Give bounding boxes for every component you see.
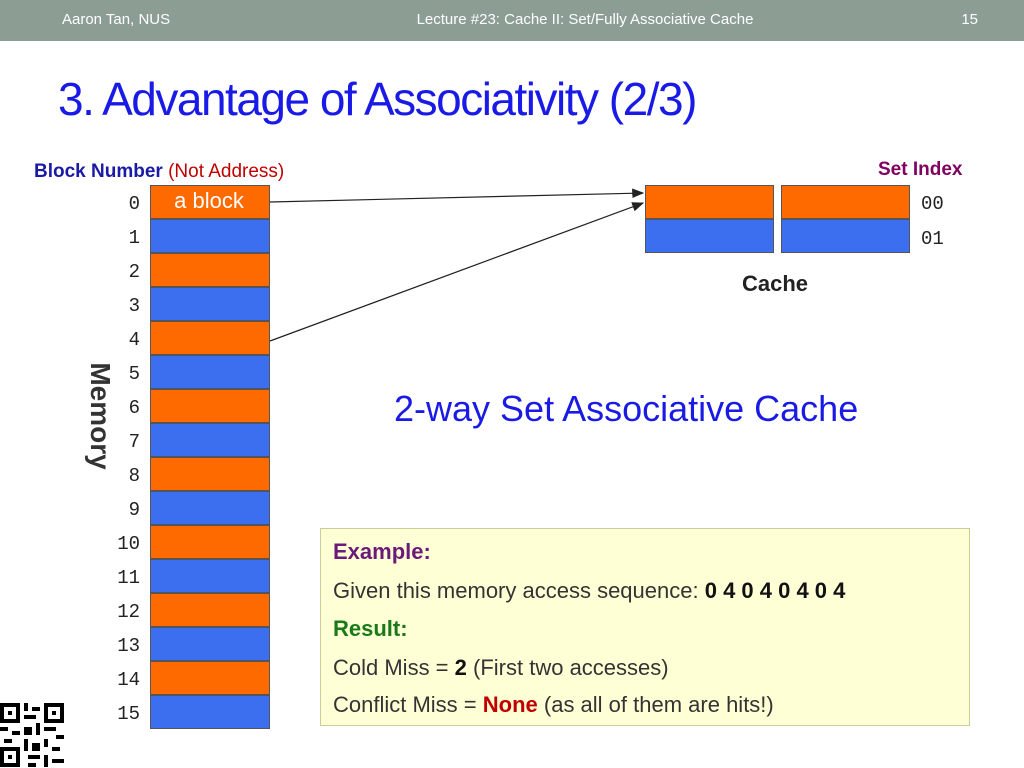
cache-set0-way0 xyxy=(645,185,774,219)
memory-block xyxy=(150,423,270,457)
cold-prefix: Cold Miss = xyxy=(333,655,455,680)
conflict-miss-line: Conflict Miss = None (as all of them are… xyxy=(333,692,774,718)
block-number: 14 xyxy=(117,669,140,691)
cache-set1-way1 xyxy=(781,219,910,253)
qr-code-icon xyxy=(0,703,64,767)
block-number: 5 xyxy=(128,363,140,385)
memory-block xyxy=(150,457,270,491)
conflict-value: None xyxy=(482,692,538,717)
block-number: 4 xyxy=(128,329,140,351)
memory-block xyxy=(150,355,270,389)
memory-block xyxy=(150,695,270,729)
block-number: 10 xyxy=(117,533,140,555)
memory-block xyxy=(150,185,270,219)
memory-block xyxy=(150,253,270,287)
cold-suffix: (First two accesses) xyxy=(466,655,669,680)
example-box: Example: Given this memory access sequen… xyxy=(320,528,970,726)
cache-label: Cache xyxy=(741,271,809,296)
example-given: Given this memory access sequence: 0 4 0… xyxy=(333,578,845,604)
block-number: 12 xyxy=(117,601,140,623)
cold-miss-line: Cold Miss = 2 (First two accesses) xyxy=(333,655,669,681)
cache-set0-way1 xyxy=(781,185,910,219)
block-number-text: Block Number xyxy=(34,161,163,182)
memory-side-label: Memory xyxy=(85,362,116,470)
cold-value: 2 xyxy=(454,655,467,680)
memory-block xyxy=(150,525,270,559)
example-title: Example: xyxy=(333,539,431,564)
block-number: 2 xyxy=(128,261,140,283)
cache-set1-way0 xyxy=(645,219,774,253)
memory-block xyxy=(150,287,270,321)
memory-block xyxy=(150,389,270,423)
memory-block xyxy=(150,661,270,695)
block-number: 1 xyxy=(128,227,140,249)
block-number: 13 xyxy=(117,635,140,657)
author-label: Aaron Tan, NUS xyxy=(62,11,171,28)
block-number: 8 xyxy=(128,465,140,487)
access-sequence: 0 4 0 4 0 4 0 4 xyxy=(704,578,846,603)
block-number-label: Block Number (Not Address) xyxy=(34,161,284,183)
memory-block xyxy=(150,491,270,525)
not-address-text: (Not Address) xyxy=(168,161,285,182)
conflict-suffix: (as all of them are hits!) xyxy=(537,692,774,717)
arrow-block0 xyxy=(269,188,645,203)
block-number: 11 xyxy=(117,567,140,589)
lecture-title: Lecture #23: Cache II: Set/Fully Associa… xyxy=(416,11,754,28)
a-block-label: a block xyxy=(174,188,244,213)
given-text: Given this memory access sequence: xyxy=(333,578,705,603)
header-bar: Aaron Tan, NUS Lecture #23: Cache II: Se… xyxy=(0,0,1024,41)
memory-block xyxy=(150,627,270,661)
block-number: 15 xyxy=(117,703,140,725)
set-index-label: Set Index xyxy=(878,159,963,180)
cache-type-heading: 2-way Set Associative Cache xyxy=(394,388,859,429)
memory-block xyxy=(150,219,270,253)
block-number: 9 xyxy=(128,499,140,521)
slide-title: 3. Advantage of Associativity (2/3) xyxy=(58,73,697,125)
arrow-block4 xyxy=(269,202,645,342)
block-number: 6 xyxy=(128,397,140,419)
set-index-00: 00 xyxy=(921,193,944,215)
page-number: 15 xyxy=(961,11,978,28)
result-title: Result: xyxy=(333,616,408,641)
set-index-01: 01 xyxy=(921,228,944,250)
block-number: 3 xyxy=(128,295,140,317)
block-number: 7 xyxy=(128,431,140,453)
memory-block xyxy=(150,559,270,593)
conflict-prefix: Conflict Miss = xyxy=(333,692,483,717)
memory-block xyxy=(150,593,270,627)
block-number: 0 xyxy=(128,193,140,215)
memory-block xyxy=(150,321,270,355)
